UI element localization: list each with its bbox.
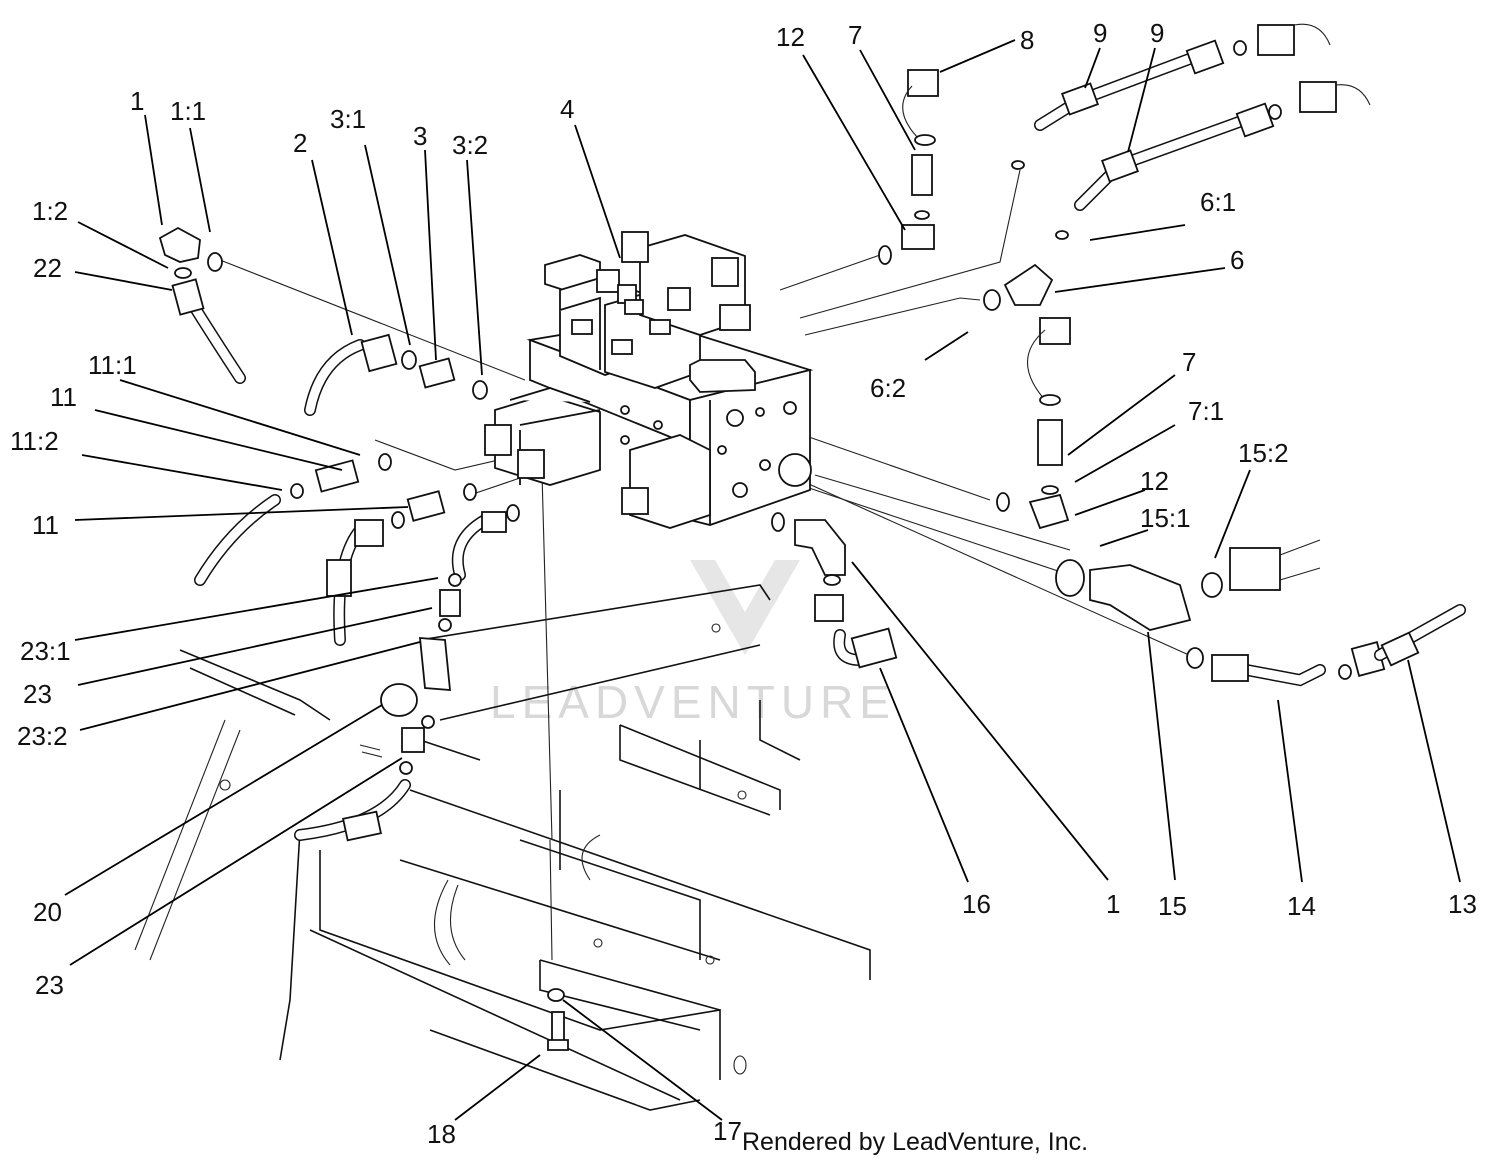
callout-11-upper: 11 [50,382,77,412]
callout-1: 1 [130,86,144,116]
callout-1-1: 1:1 [170,96,206,126]
callout-11-2: 11:2 [10,426,59,456]
callout-6: 6 [1230,245,1244,275]
callout-7-1: 7:1 [1188,396,1224,426]
frame-structure [134,584,871,1111]
valve-manifold-block [484,231,814,529]
callout-1-2: 1:2 [32,196,68,226]
callout-4: 4 [560,94,574,124]
callout-1-lower: 1 [1106,889,1120,919]
callout-3: 3 [413,121,427,151]
callout-labels: 1 1:1 1:2 22 2 3:1 3 3:2 4 12 7 8 9 9 6:… [10,18,1477,1149]
upper-right-fittings [878,23,1371,530]
callout-7-top: 7 [848,20,862,50]
watermark-text: LEADVENTURE [490,676,896,728]
callout-11-1: 11:1 [88,350,137,380]
callout-8: 8 [1020,25,1034,55]
callout-22: 22 [33,253,62,283]
callout-6-2: 6:2 [870,373,906,403]
callout-11-lower: 11 [32,510,59,540]
left-fittings [158,226,520,842]
callout-6-1: 6:1 [1200,187,1236,217]
callout-7-mid: 7 [1182,347,1196,377]
callout-16: 16 [962,889,991,919]
callout-23-1: 23:1 [20,636,71,666]
callout-20: 20 [33,897,62,927]
assembly-guide-lines [214,169,1201,961]
callout-23-upper: 23 [23,679,52,709]
watermark: LEADVENTURE [490,560,896,728]
callout-9-right: 9 [1150,18,1164,48]
callout-9-left: 9 [1093,18,1107,48]
callout-2: 2 [293,128,307,158]
callout-23-2: 23:2 [17,721,68,751]
callout-14: 14 [1287,891,1316,921]
bolt-and-washer [547,988,569,1051]
leader-lines [64,39,1461,1121]
lower-right-fittings [771,512,1466,687]
callout-15-2: 15:2 [1238,438,1289,468]
callout-18: 18 [427,1119,456,1149]
callout-13: 13 [1448,889,1477,919]
watermark-logo-icon [690,560,800,655]
callout-12-mid: 12 [1140,466,1169,496]
callout-23-lower: 23 [35,970,64,1000]
callout-3-2: 3:2 [452,130,488,160]
rendered-by-credit: Rendered by LeadVenture, Inc. [742,1128,1088,1156]
callout-17: 17 [713,1116,742,1146]
callout-15-1: 15:1 [1140,503,1191,533]
callout-15: 15 [1158,891,1187,921]
callout-3-1: 3:1 [330,104,366,134]
callout-12-top: 12 [776,22,805,52]
